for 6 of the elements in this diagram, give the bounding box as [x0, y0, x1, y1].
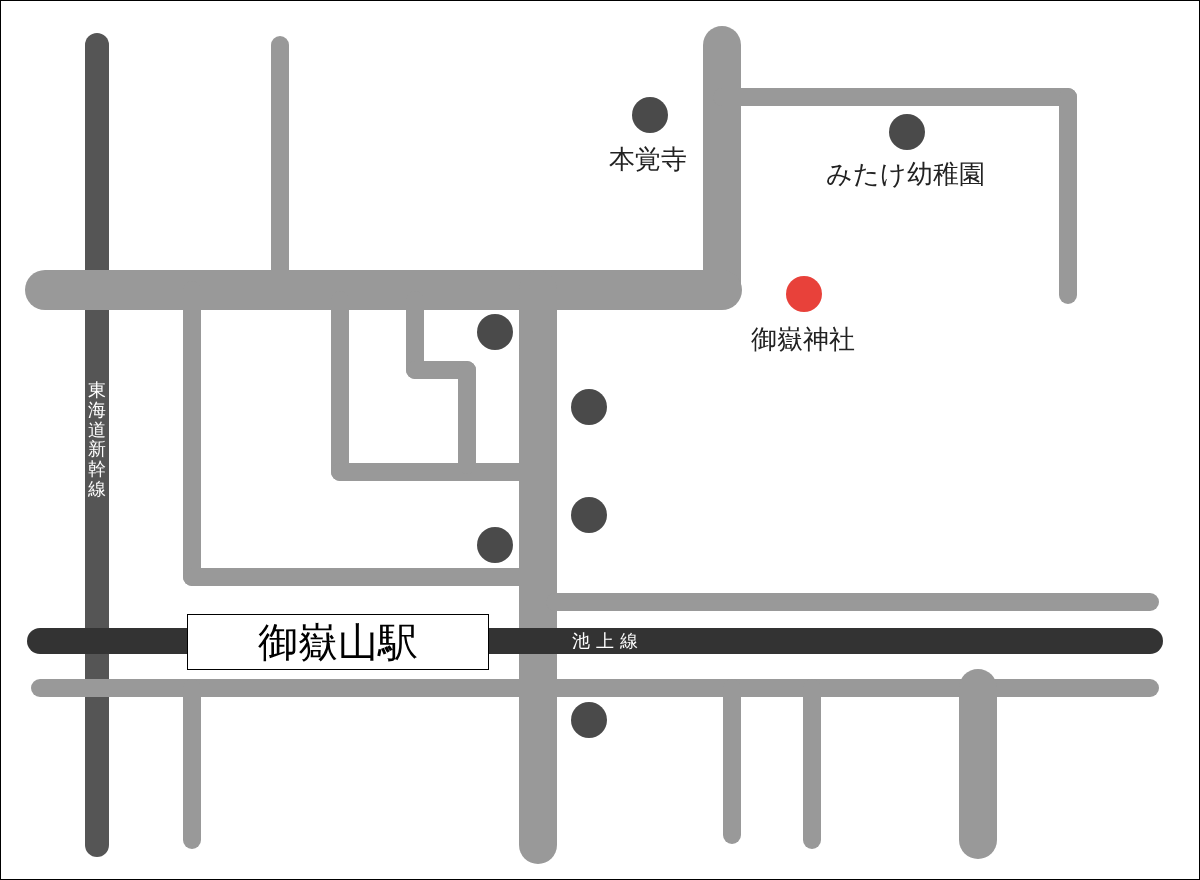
railway-label: 池上線: [572, 630, 644, 652]
station-box: 御嶽山駅: [187, 614, 489, 670]
place-label: 本覚寺: [608, 143, 688, 176]
railway-label: 東海道新幹線: [88, 380, 106, 499]
place-label: みたけ幼稚園: [824, 158, 986, 191]
place-label: 御嶽神社: [750, 323, 856, 356]
